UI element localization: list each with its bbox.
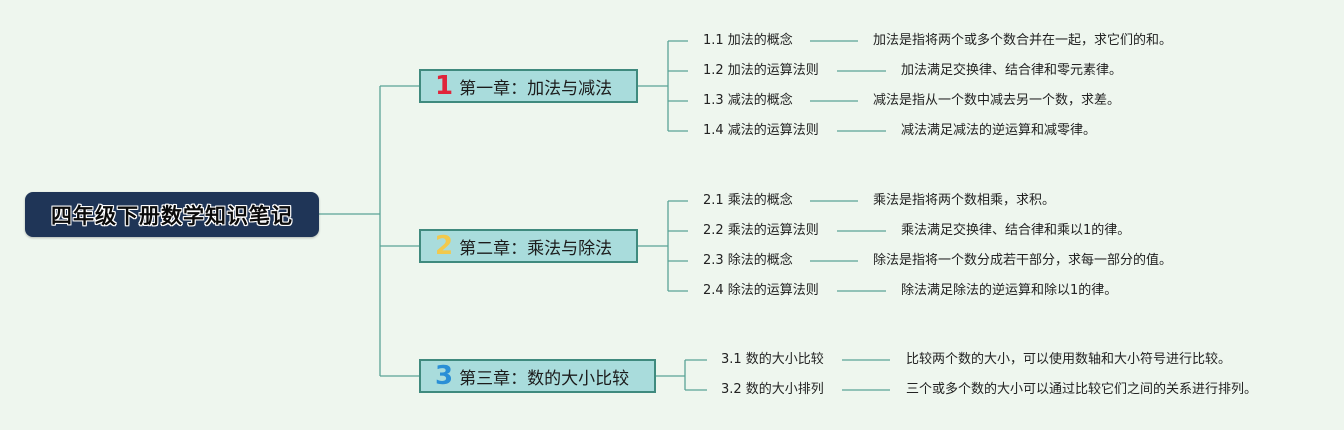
topic-1-1[interactable]: 1.1 加法的概念: [703, 33, 793, 48]
desc-2-3: 除法是指将一个数分成若干部分，求每一部分的值。: [873, 253, 1173, 268]
topic-2-3[interactable]: 2.3 除法的概念: [703, 253, 793, 268]
desc-3-1: 比较两个数的大小，可以使用数轴和大小符号进行比较。: [906, 352, 1232, 367]
chapter-node-3[interactable]: 3 第三章：数的大小比较: [419, 359, 656, 393]
chapter-label-3: 第三章：数的大小比较: [459, 368, 630, 389]
topic-3-2[interactable]: 3.2 数的大小排列: [721, 382, 824, 397]
desc-2-4: 除法满足除法的逆运算和除以1的律。: [901, 283, 1118, 298]
chapter-label-1: 第一章：加法与减法: [459, 78, 613, 99]
topic-1-4[interactable]: 1.4 减法的运算法则: [703, 123, 819, 138]
chapter-number-3-icon: 3: [435, 361, 454, 391]
desc-2-2: 乘法满足交换律、结合律和乘以1的律。: [901, 223, 1131, 238]
desc-1-4: 减法满足减法的逆运算和减零律。: [901, 123, 1097, 138]
topic-2-1[interactable]: 2.1 乘法的概念: [703, 193, 793, 208]
desc-2-1: 乘法是指将两个数相乘，求积。: [873, 193, 1056, 208]
chapter-number-1-icon: 1: [435, 71, 454, 101]
topic-1-3[interactable]: 1.3 减法的概念: [703, 93, 793, 108]
topic-1-2[interactable]: 1.2 加法的运算法则: [703, 63, 819, 78]
desc-1-1: 加法是指将两个或多个数合并在一起，求它们的和。: [873, 33, 1173, 48]
topic-2-2[interactable]: 2.2 乘法的运算法则: [703, 223, 819, 238]
desc-1-3: 减法是指从一个数中减去另一个数，求差。: [873, 93, 1121, 108]
topic-2-4[interactable]: 2.4 除法的运算法则: [703, 283, 819, 298]
chapter-label-2: 第二章：乘法与除法: [459, 238, 613, 259]
desc-3-2: 三个或多个数的大小可以通过比较它们之间的关系进行排列。: [906, 382, 1258, 397]
chapter-node-2[interactable]: 2 第二章：乘法与除法: [419, 229, 638, 263]
topic-3-1[interactable]: 3.1 数的大小比较: [721, 352, 824, 367]
chapter-node-1[interactable]: 1 第一章：加法与减法: [419, 69, 638, 103]
desc-1-2: 加法满足交换律、结合律和零元素律。: [901, 63, 1123, 78]
chapter-number-2-icon: 2: [435, 231, 454, 261]
root-node-title[interactable]: 四年级下册数学知识笔记: [25, 192, 319, 237]
